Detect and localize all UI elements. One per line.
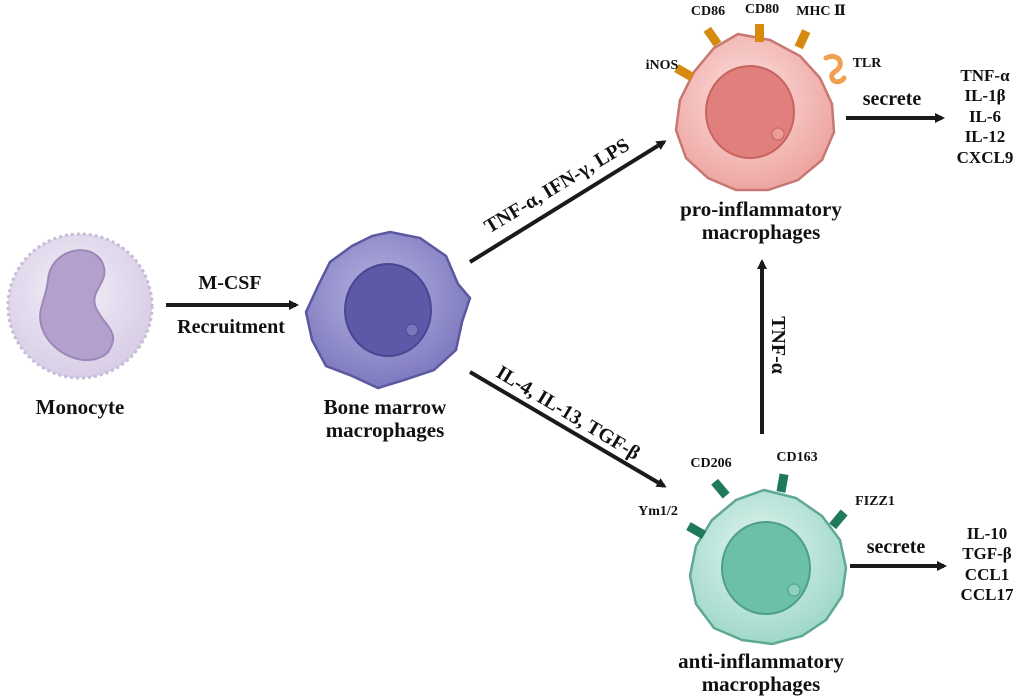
inos-receptor: [674, 64, 695, 81]
anti-secretion-item: IL-10: [966, 524, 1008, 543]
to-anti-arrow: [468, 370, 667, 488]
to-pro-arrow: [468, 140, 667, 264]
fizz1-receptor: [829, 509, 848, 530]
pro-inflammatory-macrophage-cell: [674, 24, 847, 192]
marker-ym12: Ym1/2: [638, 504, 678, 519]
cd206-receptor: [711, 478, 730, 499]
marker-cd80: CD80: [744, 2, 780, 17]
marker-cd206: CD206: [690, 456, 732, 471]
marker-fizz1: FIZZ1: [855, 494, 895, 509]
anti-secretion-item: CCL1: [964, 564, 1010, 584]
cd86-receptor: [703, 26, 722, 47]
monocyte-nucleus: [39, 249, 115, 362]
anti-nucleus: [721, 521, 811, 615]
pro-secretion-item: IL-6: [968, 106, 1002, 126]
pro-inflammatory-label: pro-inflammatory macrophages: [680, 197, 842, 245]
pro-nucleus: [705, 65, 795, 159]
cd163-receptor: [776, 473, 789, 493]
monocyte-cell: [6, 232, 154, 380]
pro-secrete-label: secrete: [862, 88, 922, 110]
anti-secretions-list: IL-10 TGF-β CCL1 CCL17: [952, 524, 1022, 606]
pro-secretions-list: TNF-α IL-1β IL-6 IL-12 CXCL9: [950, 66, 1020, 168]
marker-tlr: TLR: [852, 56, 882, 71]
mhc-ii-receptor: [794, 29, 811, 50]
pro-secretion-item: TNF-α: [960, 66, 1010, 85]
recruitment-label: Recruitment: [177, 316, 285, 338]
anti-secrete-label: secrete: [866, 536, 926, 558]
anti-secretion-item: TGF-β: [962, 544, 1012, 564]
pro-secretion-item: CXCL9: [956, 147, 1014, 167]
bone-marrow-label: Bone marrow macrophages: [323, 395, 447, 443]
anti-secretion-item: CCL17: [960, 585, 1014, 605]
anti-inflammatory-macrophage-cell: [686, 473, 848, 646]
marker-mhc-ii: MHC Ⅱ: [796, 4, 846, 19]
ym12-receptor: [686, 522, 707, 539]
tlr-receptor: [823, 53, 847, 85]
m-csf-label: M-CSF: [198, 272, 262, 294]
pro-secretion-item: IL-12: [964, 127, 1006, 147]
anti-to-pro-label: TNF-α: [767, 316, 789, 374]
marker-cd86: CD86: [690, 4, 726, 19]
bone-marrow-nucleus: [344, 263, 432, 357]
marker-inos: iNOS: [645, 58, 679, 73]
bone-marrow-macrophage-cell: [304, 230, 472, 390]
pro-secretion-item: IL-1β: [964, 86, 1006, 106]
anti-inflammatory-label: anti-inflammatory macrophages: [678, 649, 844, 697]
monocyte-label: Monocyte: [35, 395, 125, 419]
marker-cd163: CD163: [776, 450, 818, 465]
cd80-receptor: [755, 24, 764, 42]
